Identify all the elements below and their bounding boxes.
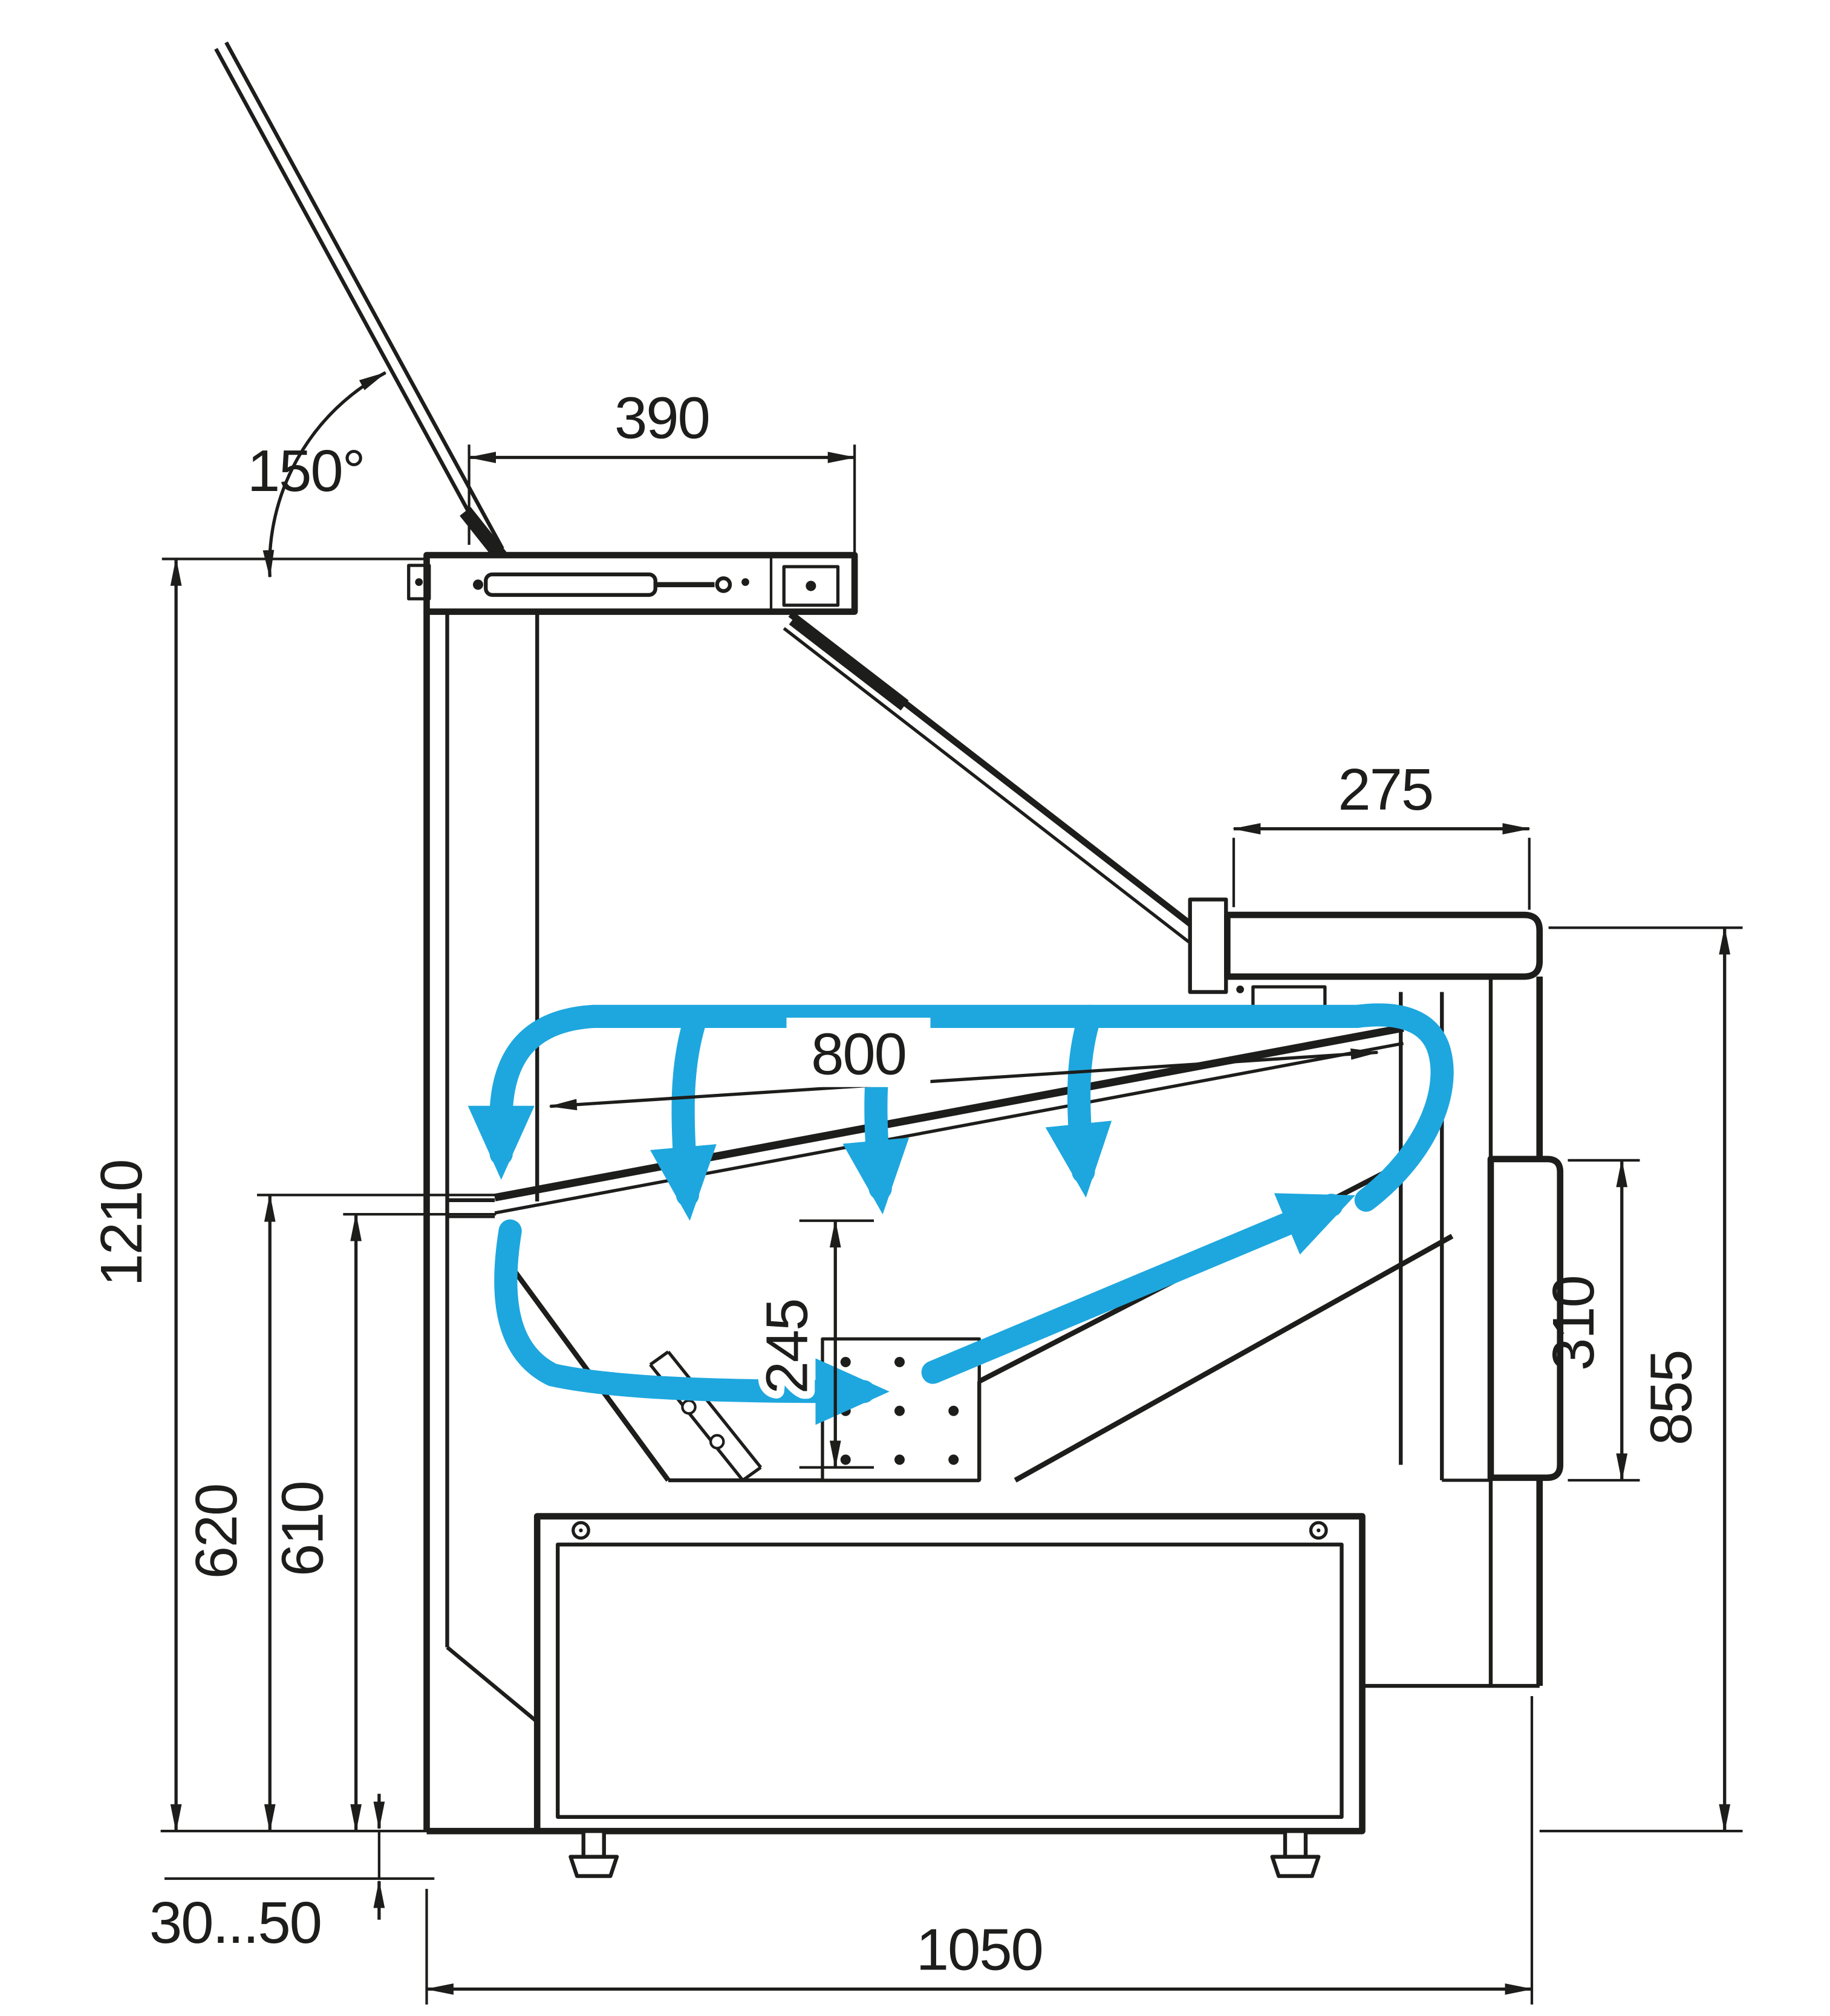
dim-label-30-50: 30...50 <box>149 1890 321 1956</box>
dim-deck-depth: 800 <box>549 1013 1379 1111</box>
dim-label-245: 245 <box>754 1299 820 1394</box>
dim-label-800: 800 <box>811 1021 906 1087</box>
top-rail <box>407 551 858 615</box>
dim-back-height: 620 <box>183 1193 497 1833</box>
dim-label-1050: 1050 <box>916 1917 1043 1983</box>
dim-label-620: 620 <box>183 1484 249 1579</box>
dim-back-inner-height: 610 <box>269 1212 497 1833</box>
base-access-panel <box>556 1543 1344 1819</box>
worktop <box>1224 911 1543 1009</box>
dim-feet-range: 30...50 <box>149 1793 435 1956</box>
dim-label-390: 390 <box>614 385 709 451</box>
dim-label-1210: 1210 <box>88 1160 154 1287</box>
dim-base-depth: 1050 <box>425 1696 1534 2005</box>
dim-counter-depth: 275 <box>1232 756 1531 910</box>
glass-holder <box>789 614 909 711</box>
foot-left <box>568 1829 619 1878</box>
dim-well-height: 245 <box>746 1219 874 1469</box>
dim-top-depth: 390 <box>467 385 856 553</box>
airflow-curtain-main <box>467 1003 1454 1212</box>
cabinet-structure <box>214 41 1564 1878</box>
machinery-base <box>426 1513 1366 1835</box>
dim-lid-angle: 150° <box>247 371 387 579</box>
fan-bracket <box>649 1350 763 1482</box>
rail-end-bracket <box>782 565 840 607</box>
dim-label-275: 275 <box>1338 756 1433 822</box>
airflow-return-bottom <box>494 1219 890 1425</box>
airflow-curtain-branch-1 <box>650 1012 717 1221</box>
glass-front-pillar <box>1188 897 1228 994</box>
foot-right <box>1270 1829 1321 1878</box>
hinge-bracket <box>407 564 431 600</box>
front-lower-panel <box>1487 1156 1564 1481</box>
airflow-return-riser <box>921 1193 1356 1384</box>
dim-worktop-height: 855 <box>1539 926 1743 1833</box>
dim-front-panel-height: 310 <box>1540 1159 1640 1482</box>
dim-overall-height: 1210 <box>88 558 427 1833</box>
front-glass <box>783 611 1228 994</box>
angle-arc <box>262 371 387 579</box>
dim-label-310: 310 <box>1540 1276 1606 1371</box>
airflow-curtain-branch-3 <box>1045 1004 1112 1198</box>
gas-spring <box>473 572 732 597</box>
airflow-arrows <box>467 1003 1454 1425</box>
dim-label-backplate <box>786 1018 931 1087</box>
dimensions: 150° 390 275 800 1210 <box>88 371 1743 2005</box>
front-panels <box>1362 977 1564 1688</box>
back-wall <box>423 611 539 1832</box>
dim-label-610: 610 <box>269 1481 335 1576</box>
dim-label-855: 855 <box>1638 1351 1704 1446</box>
dim-label-150deg: 150° <box>247 438 365 504</box>
worktop-bracket <box>1251 985 1327 1009</box>
